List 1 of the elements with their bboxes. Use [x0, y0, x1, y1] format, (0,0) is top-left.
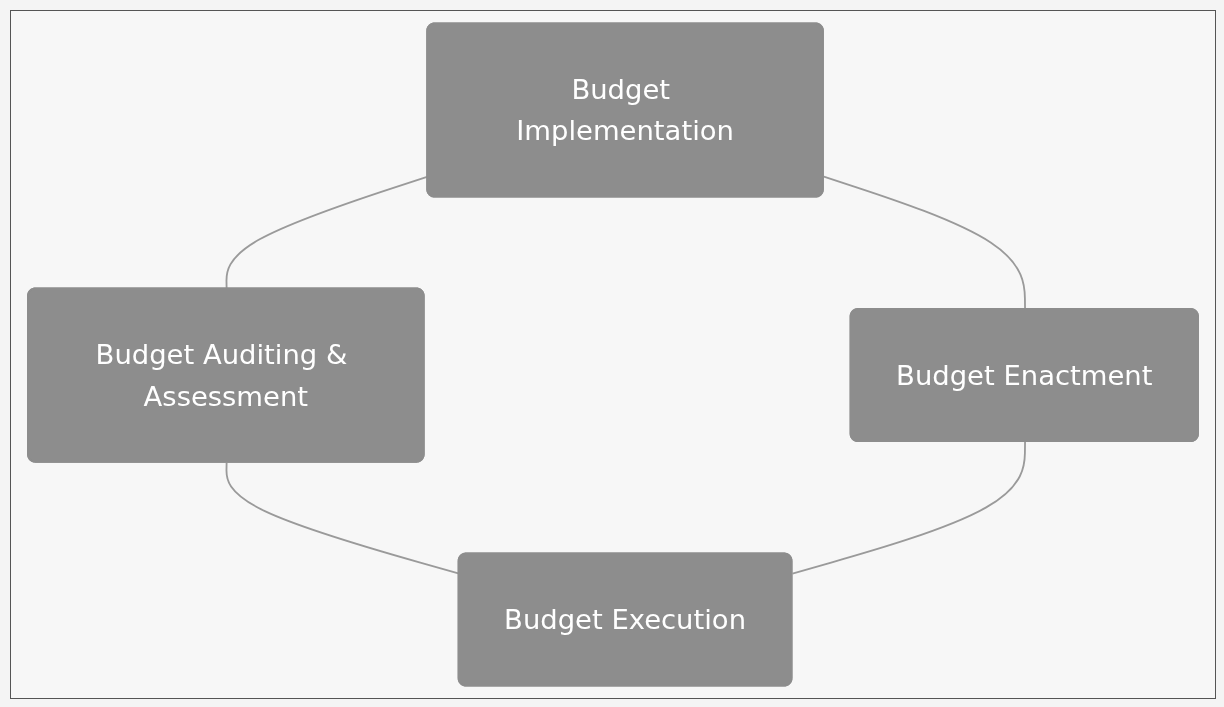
connector — [791, 441, 1026, 575]
